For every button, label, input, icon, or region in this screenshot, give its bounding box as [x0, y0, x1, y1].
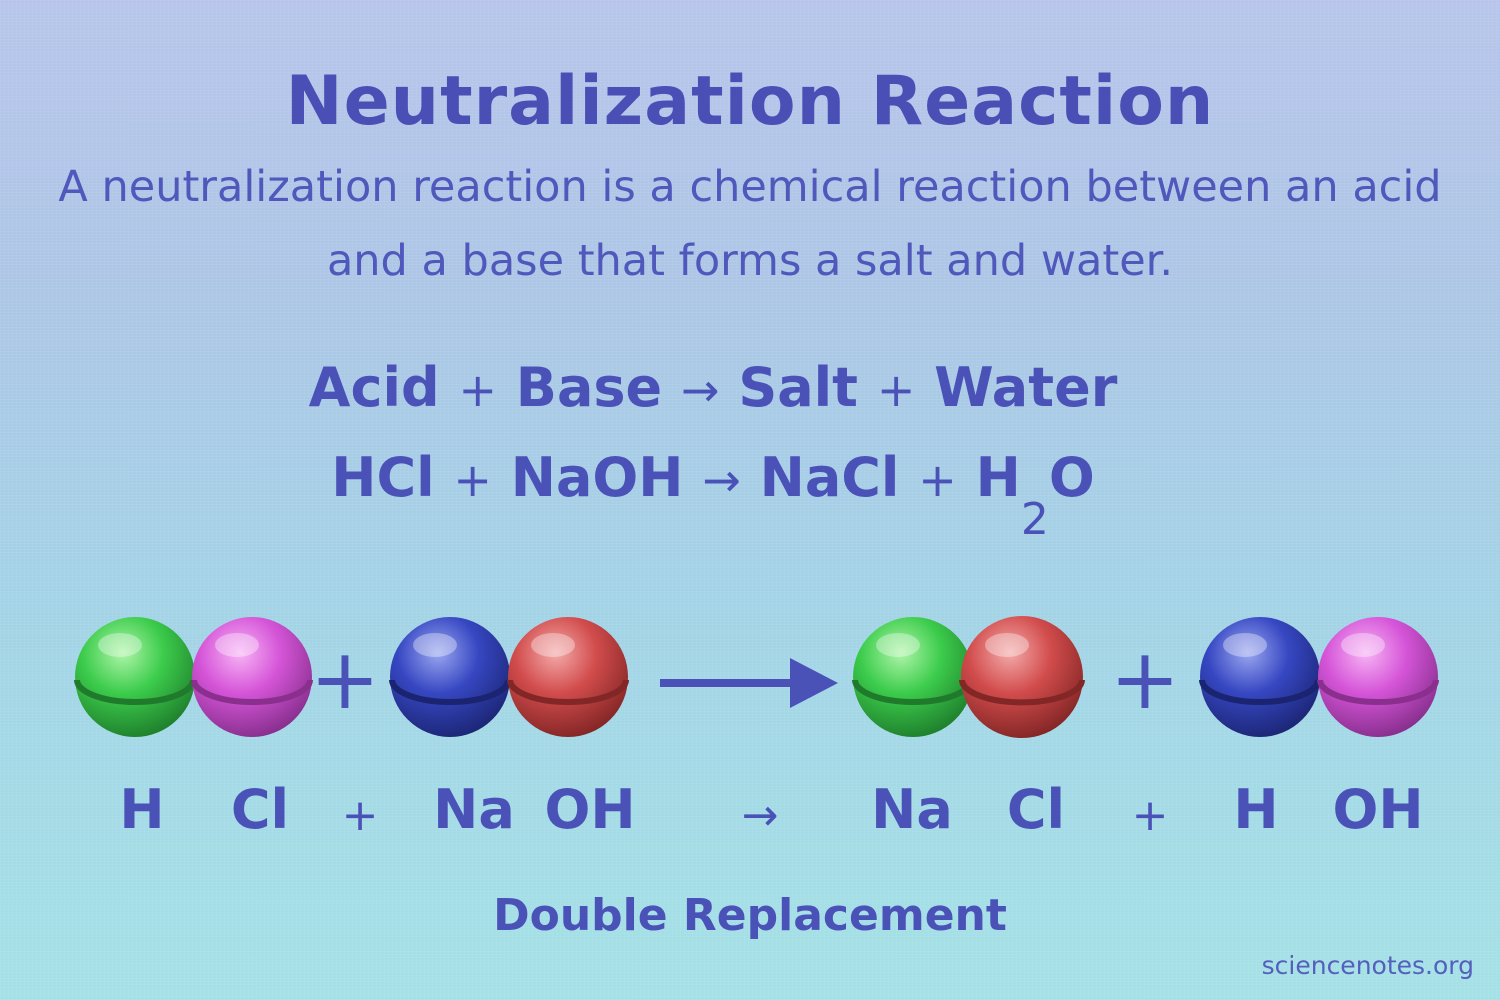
formula-naoh: NaOH — [510, 446, 684, 509]
label-oh: OH — [544, 778, 636, 841]
atom-cl-product — [959, 616, 1085, 738]
plus-sign: + — [453, 453, 492, 507]
atom-h-product — [1199, 617, 1321, 737]
label-arrow: → — [741, 790, 779, 841]
atom-na-product — [852, 617, 974, 737]
plus-sign: + — [458, 363, 497, 417]
word-water: Water — [934, 356, 1118, 419]
chemical-equation: HCl + NaOH → NaCl + H2O — [0, 446, 1426, 545]
word-salt: Salt — [738, 356, 858, 419]
label-h: H — [119, 778, 165, 841]
label-na: Na — [871, 778, 953, 841]
word-equation: Acid + Base → Salt + Water — [0, 356, 1426, 422]
water-h: H — [975, 446, 1021, 509]
label-cl: Cl — [230, 778, 290, 841]
plus-sign: + — [876, 363, 916, 417]
reaction-type-caption: Double Replacement — [493, 890, 1007, 941]
arrow-icon: → — [680, 363, 720, 417]
label-h: H — [1233, 778, 1279, 841]
source-credit: sciencenotes.org — [1261, 951, 1474, 980]
formula-nacl: NaCl — [759, 446, 900, 509]
formula-hcl: HCl — [331, 446, 435, 509]
label-plus: + — [341, 790, 379, 841]
word-base: Base — [515, 356, 663, 419]
water-subscript: 2 — [1020, 494, 1049, 545]
word-acid: Acid — [308, 356, 440, 419]
diagram-plus-sign: + — [1110, 630, 1180, 728]
atom-h-reactant — [74, 617, 196, 737]
label-cl: Cl — [1006, 778, 1066, 841]
page-title: Neutralization Reaction — [285, 62, 1215, 141]
arrow-icon: → — [702, 453, 741, 507]
atom-oh-product — [1317, 617, 1439, 737]
definition-text: A neutralization reaction is a chemical … — [58, 162, 1442, 286]
atom-na-reactant — [389, 617, 511, 737]
formula-water: H2O — [975, 446, 1095, 545]
label-plus: + — [1131, 790, 1169, 841]
water-o: O — [1048, 446, 1095, 509]
reaction-arrow-icon — [660, 658, 838, 708]
label-oh: OH — [1332, 778, 1424, 841]
diagram-plus-sign: + — [310, 630, 380, 728]
plus-sign: + — [918, 453, 957, 507]
molecule-diagram: + + — [74, 616, 1439, 738]
atom-oh-reactant — [507, 617, 629, 737]
label-na: Na — [433, 778, 515, 841]
atom-cl-reactant — [191, 617, 313, 737]
